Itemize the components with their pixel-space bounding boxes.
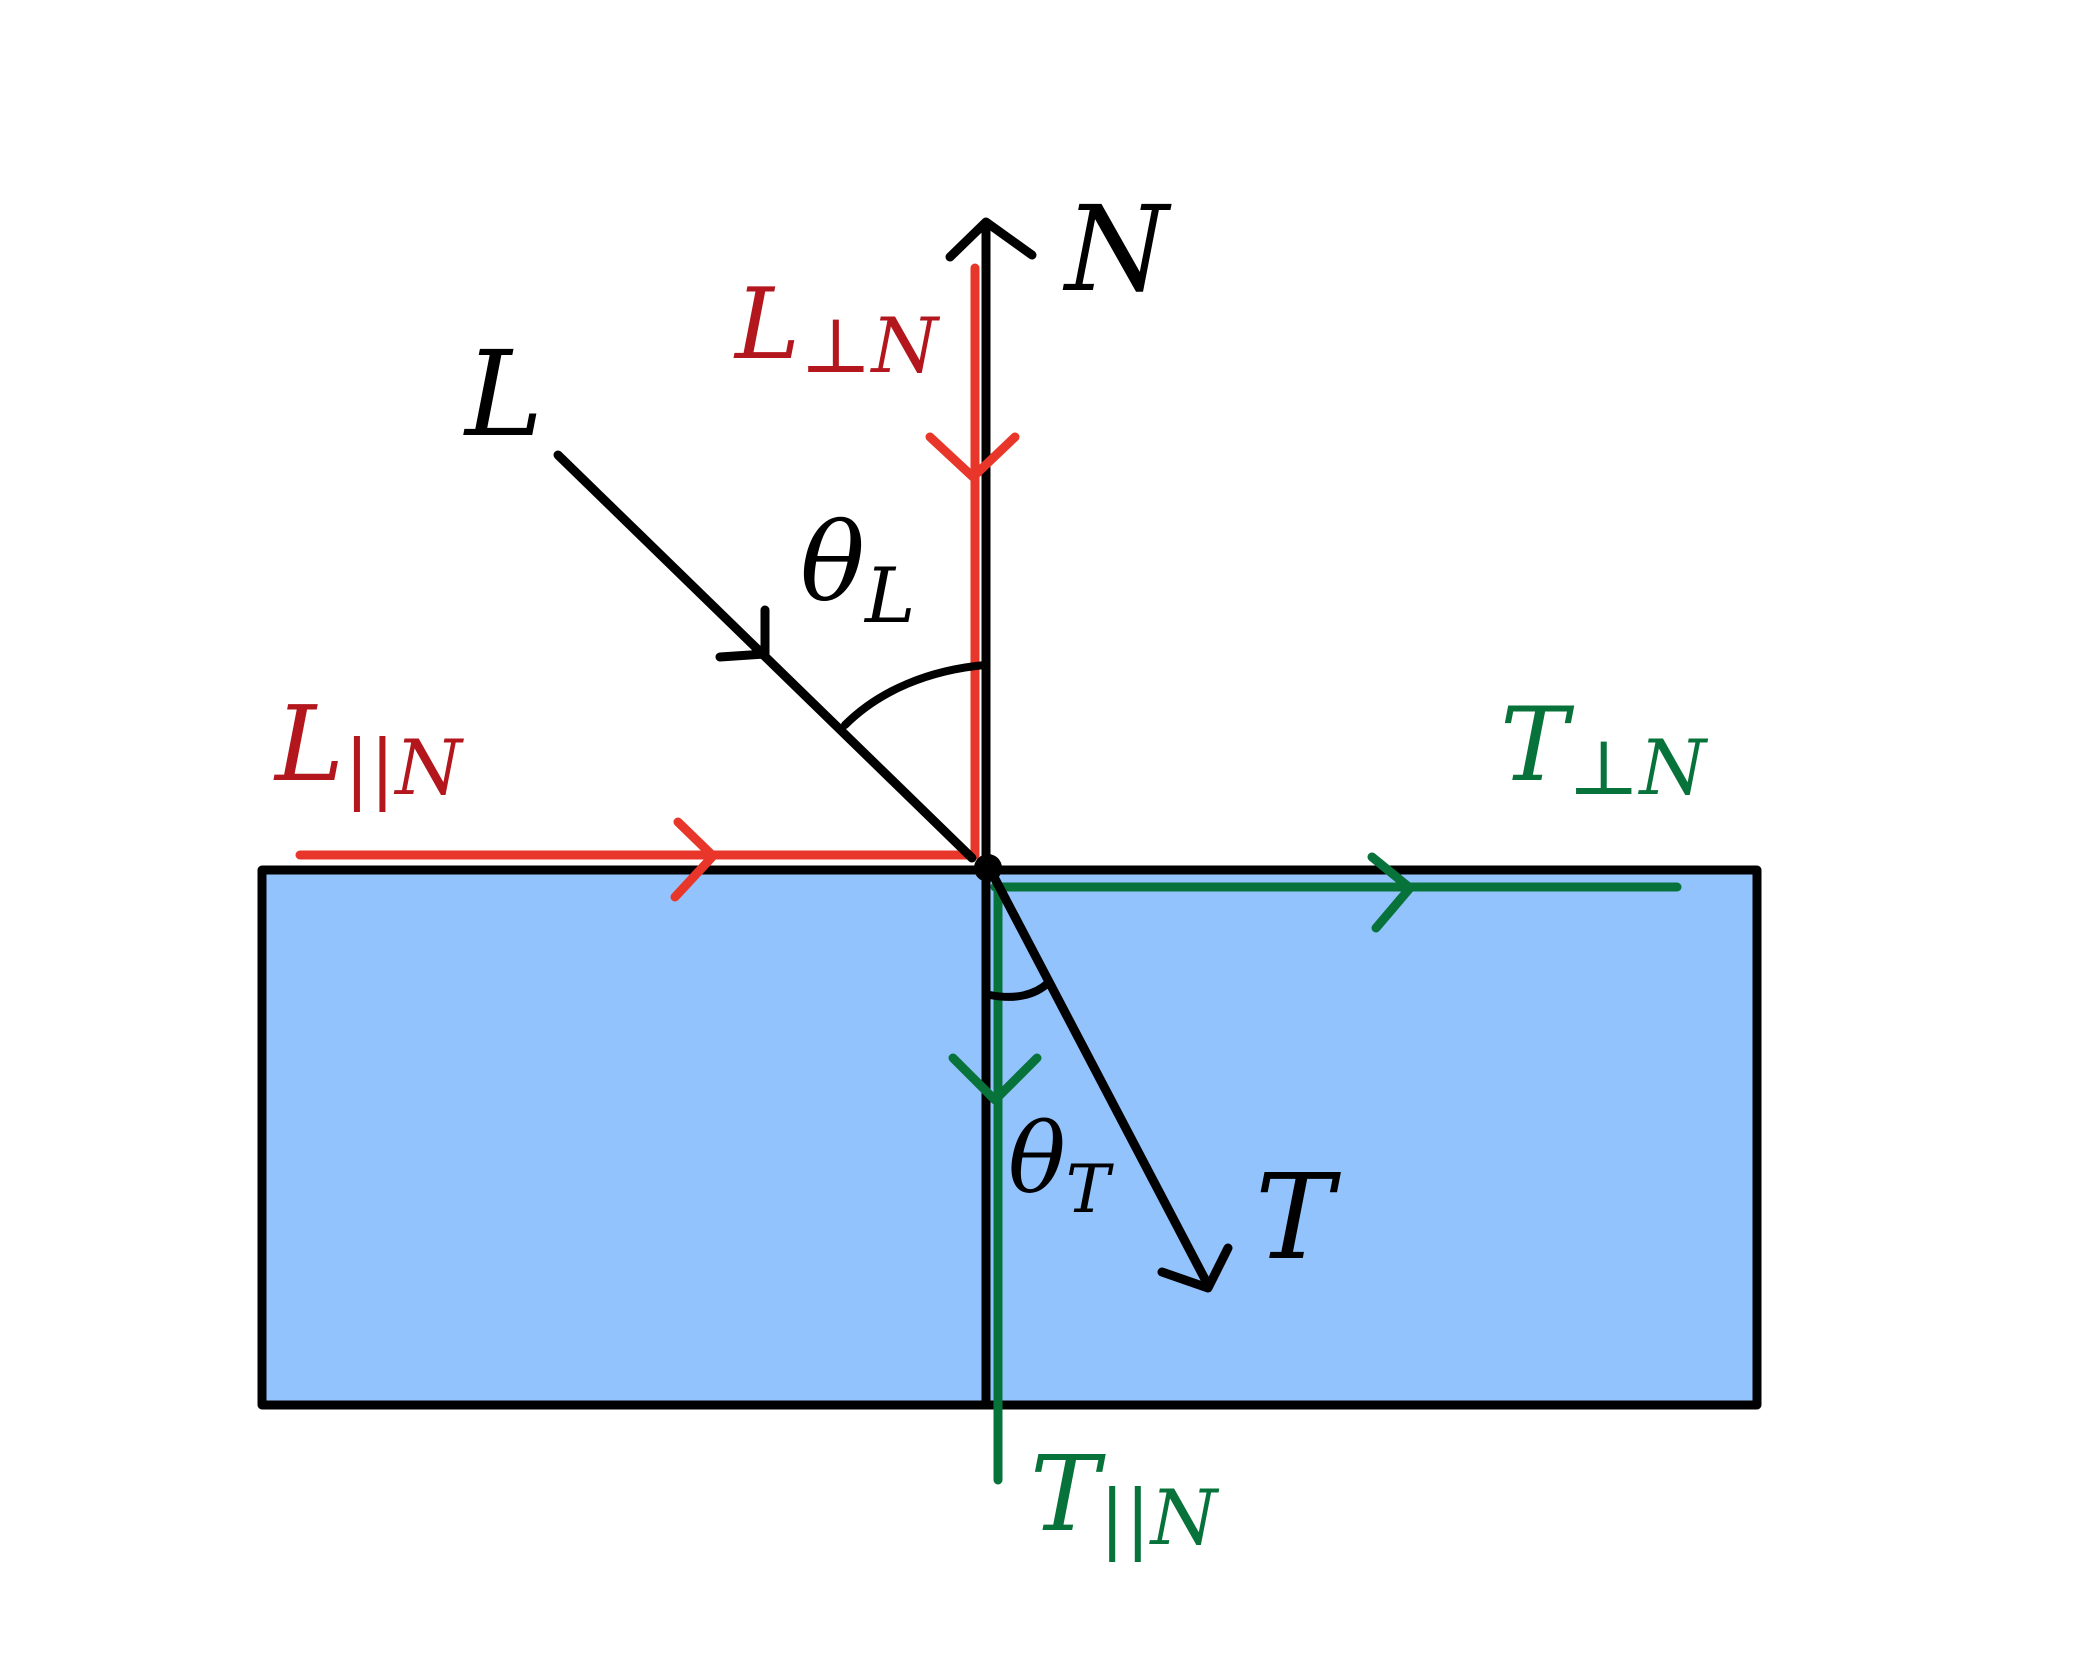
incident-ray-arrowhead-icon	[715, 605, 770, 662]
transmitted-label: T	[1255, 1148, 1341, 1286]
transmitted-par-label: T||N	[1030, 1433, 1220, 1562]
transmitted-ray-arrowhead-icon	[1157, 1243, 1233, 1293]
normal-label: N	[1062, 180, 1172, 318]
transmitted-perp-label: T⊥N	[1500, 686, 1709, 812]
transmitted-par-arrowhead-icon	[1367, 852, 1415, 933]
medium-block	[257, 865, 1762, 1410]
incident-par-arrowhead-icon	[670, 817, 718, 902]
theta-incident-label: θL	[800, 501, 916, 640]
incidence-point	[974, 854, 1002, 882]
transmitted-perp-arrowhead-icon	[948, 1053, 1042, 1105]
incident-perp-arrowhead-icon	[925, 432, 1020, 482]
theta-transmitted-label: θT	[1008, 1103, 1115, 1228]
theta-incident-arc	[841, 661, 989, 729]
normal-arrowhead-icon	[945, 217, 1037, 262]
transmitted-ray	[988, 870, 1213, 1290]
theta-transmitted-arc	[986, 979, 1052, 1001]
incident-label: L	[463, 325, 543, 463]
incident-perp-label: L⊥N	[733, 268, 941, 390]
incident-par-label: L||N	[273, 683, 464, 812]
